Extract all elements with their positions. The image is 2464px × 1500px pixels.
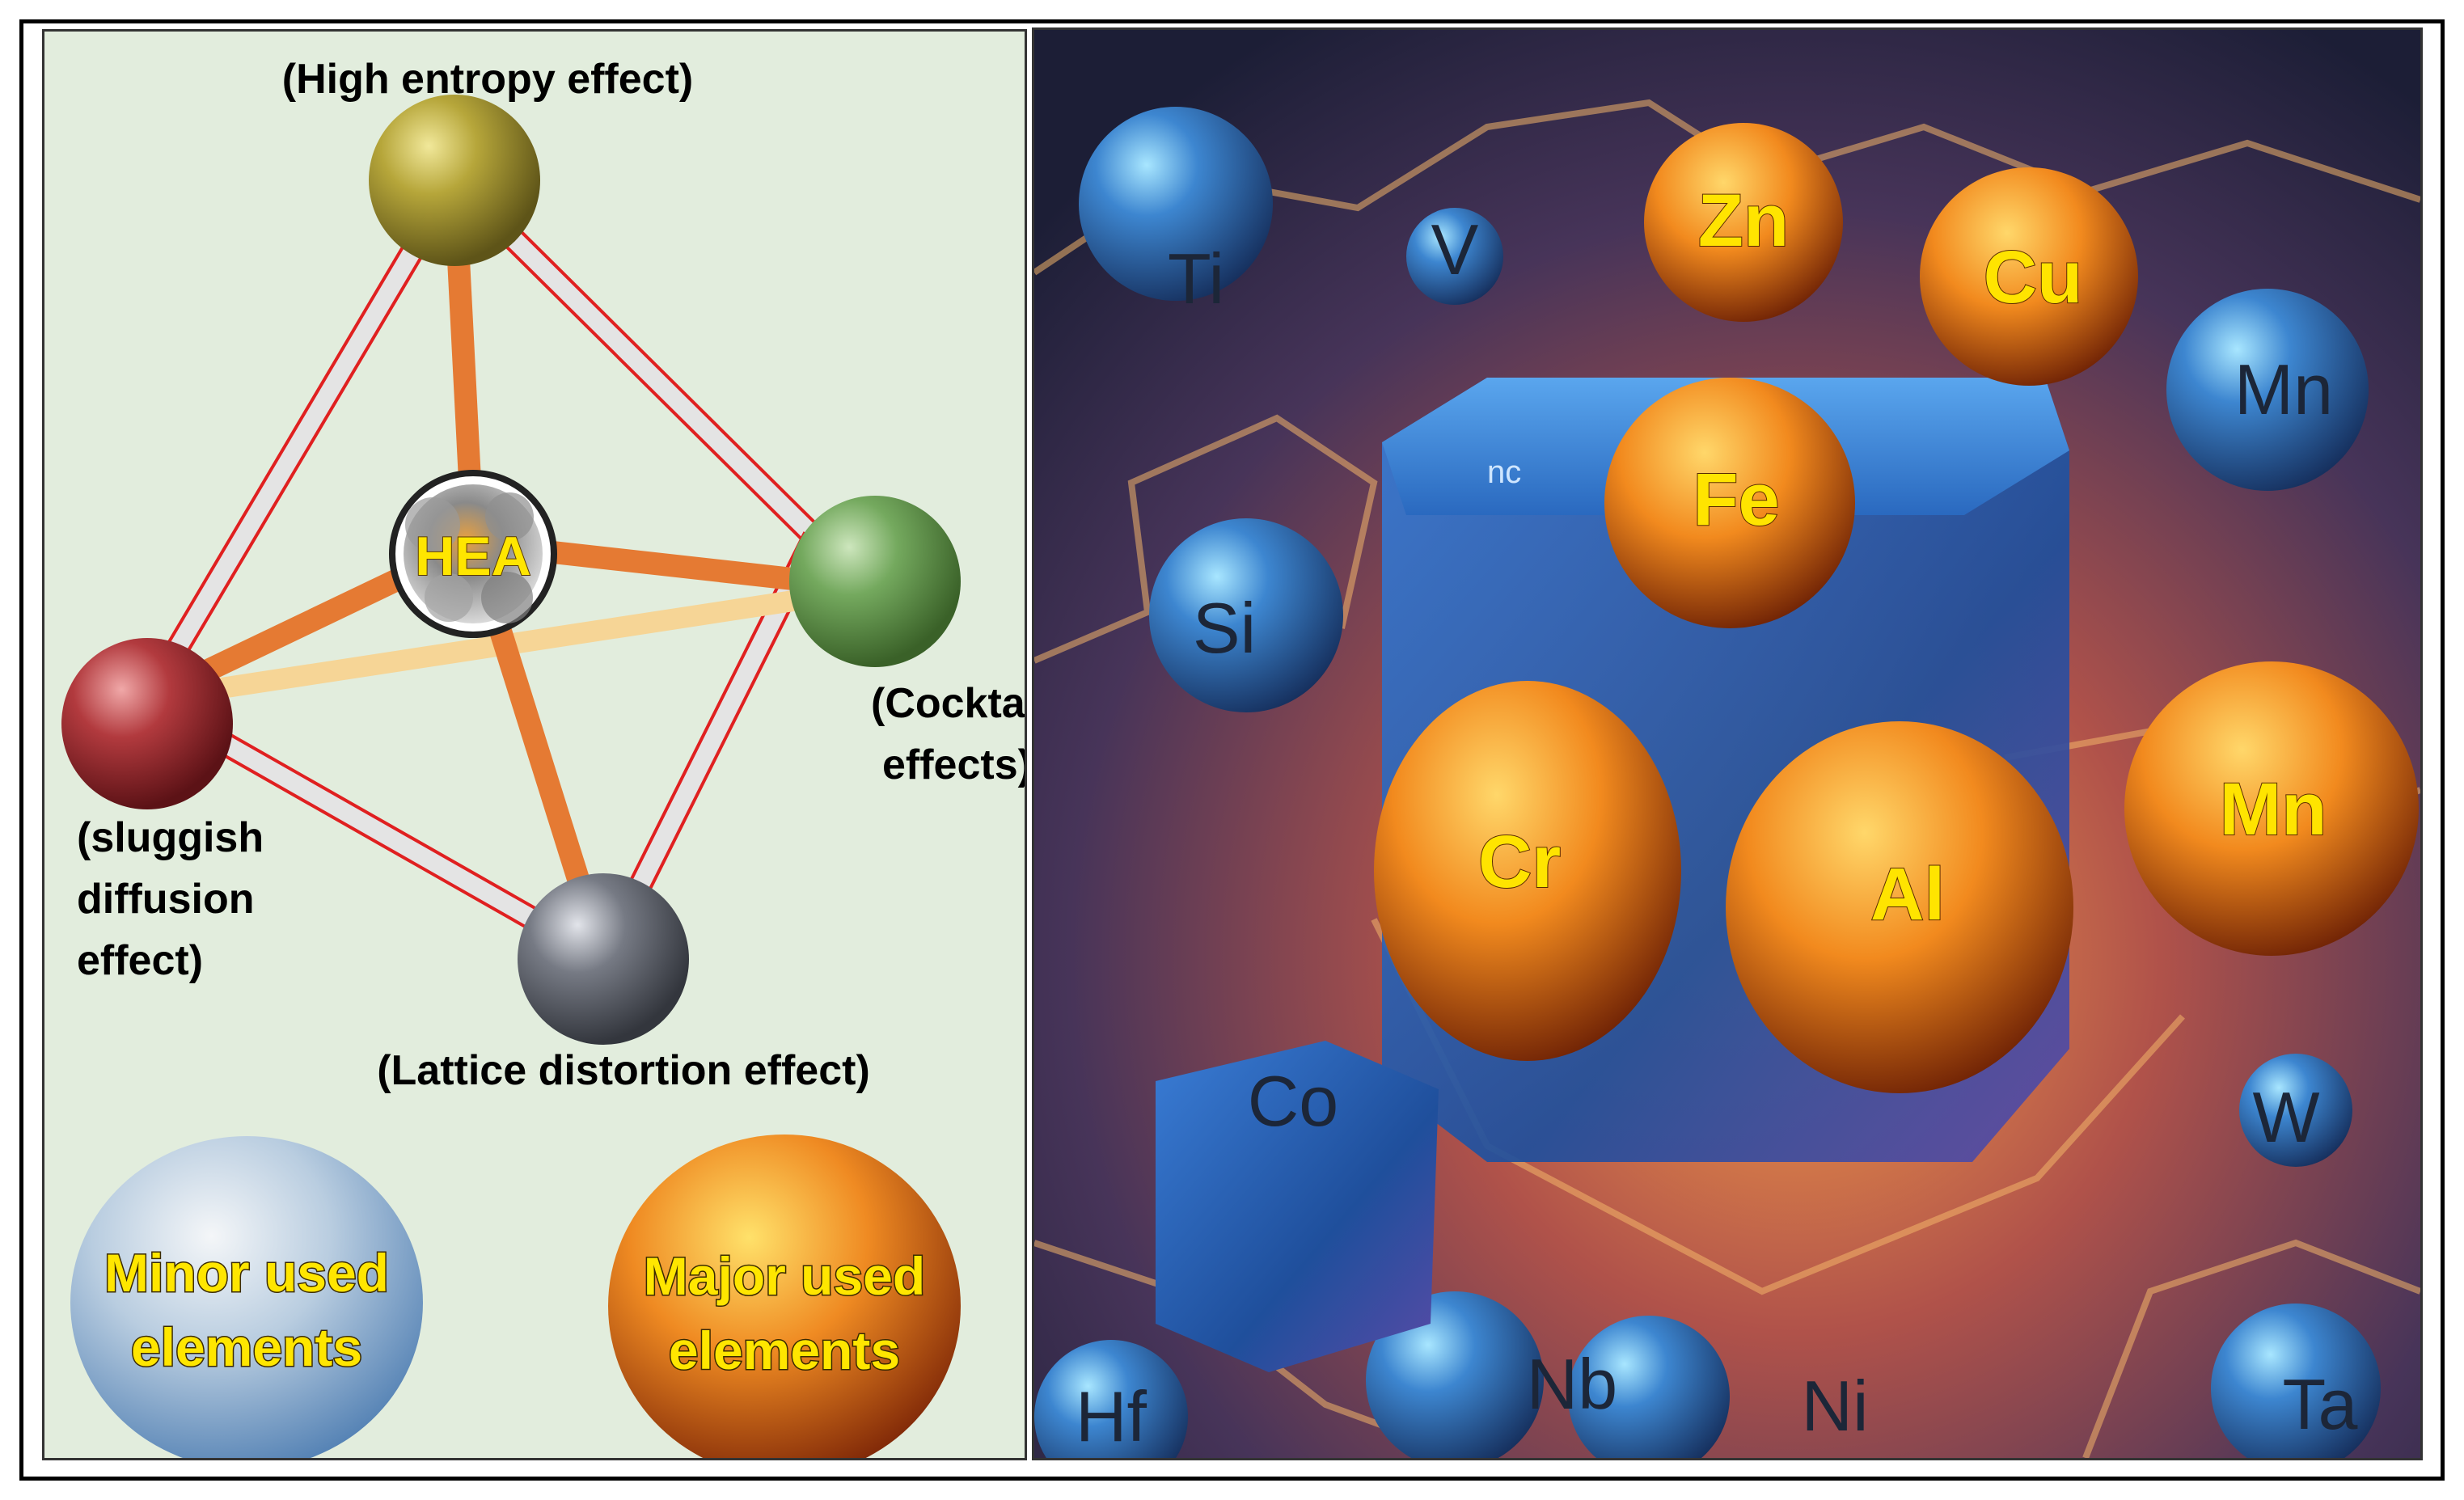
- alloy-elements-illustration: nc Ti V Zn Cu: [1032, 27, 2423, 1460]
- si-sphere: [1149, 518, 1343, 712]
- mn-blue-sphere: [2166, 289, 2369, 491]
- sluggish-label-line3: effect): [77, 937, 203, 984]
- legend-major: Major used elements: [608, 1135, 961, 1477]
- elements-scene: nc Ti V Zn Cu: [1034, 30, 2420, 1458]
- v-sphere: [1406, 208, 1503, 305]
- w-sphere: [2239, 1054, 2352, 1167]
- zn-sphere: [1644, 123, 1843, 322]
- ni-label: Ni: [1801, 1366, 1868, 1446]
- ti-sphere: [1079, 107, 1273, 301]
- cu-label: Cu: [1984, 236, 2083, 319]
- sluggish-diffusion-sphere: [61, 638, 233, 809]
- ti-label: Ti: [1168, 239, 1224, 319]
- minor-legend-line1: Minor used: [104, 1243, 389, 1303]
- sluggish-label-line1: (sluggish: [77, 814, 264, 861]
- ta-sphere: [2211, 1304, 2381, 1458]
- co-cube: [1156, 1041, 1439, 1372]
- minor-element-spheres: [1034, 107, 2381, 1458]
- major-legend-line2: elements: [669, 1320, 900, 1380]
- hea-core-effects-panel: HEA (High entropy effect) (Cocktail effe…: [42, 29, 1049, 1477]
- hf-sphere: [1034, 1340, 1188, 1458]
- high-entropy-label: (High entropy effect): [282, 56, 693, 103]
- major-elements-sphere: [608, 1135, 961, 1477]
- si-label: Si: [1193, 588, 1256, 668]
- cr-label: Cr: [1478, 821, 1561, 903]
- minor-legend-line2: elements: [131, 1317, 362, 1377]
- v-label: V: [1431, 209, 1479, 289]
- w-label: W: [2252, 1077, 2319, 1157]
- nb-sphere: [1366, 1291, 1544, 1458]
- co-label: Co: [1248, 1061, 1339, 1141]
- fe-sphere: [1604, 378, 1855, 628]
- mn-orange-label: Mn: [2220, 768, 2327, 851]
- hea-label: HEA: [415, 526, 531, 587]
- nb-label: Nb: [1527, 1344, 1618, 1424]
- cocktail-label-line1: (Cocktail: [871, 680, 1025, 727]
- ta-label: Ta: [2283, 1364, 2358, 1444]
- mn-orange-sphere: [2124, 661, 2419, 956]
- ni-sphere: [1568, 1316, 1730, 1458]
- zn-label: Zn: [1698, 180, 1789, 262]
- cocktail-label-line2: effects): [882, 742, 1025, 788]
- fe-label: Fe: [1693, 458, 1779, 541]
- cube-mark: nc: [1487, 454, 1521, 490]
- legend-minor: Minor used elements: [70, 1136, 423, 1469]
- hea-center-sphere: HEA: [389, 470, 557, 638]
- cocktail-sphere: [789, 496, 961, 667]
- tetrahedron-diagram: HEA (High entropy effect) (Cocktail effe…: [61, 56, 1049, 1477]
- mn-blue-label: Mn: [2234, 349, 2333, 429]
- minor-elements-sphere: [70, 1136, 423, 1469]
- al-sphere: [1726, 721, 2073, 1093]
- cr-sphere: [1374, 681, 1681, 1061]
- high-entropy-sphere: [369, 95, 540, 266]
- lattice-distortion-label: (Lattice distortion effect): [377, 1047, 870, 1094]
- sluggish-label-line2: diffusion: [77, 876, 255, 923]
- al-label: Al: [1870, 853, 1945, 936]
- major-legend-line1: Major used: [644, 1246, 925, 1306]
- major-element-spheres: [1374, 123, 2419, 1093]
- element-labels: Ti V Zn Cu Mn Fe Si Cr Al Mn Co W Hf Nb …: [1076, 179, 2358, 1456]
- cu-sphere: [1920, 167, 2138, 386]
- hf-label: Hf: [1076, 1376, 1147, 1456]
- lattice-distortion-sphere: [518, 873, 689, 1045]
